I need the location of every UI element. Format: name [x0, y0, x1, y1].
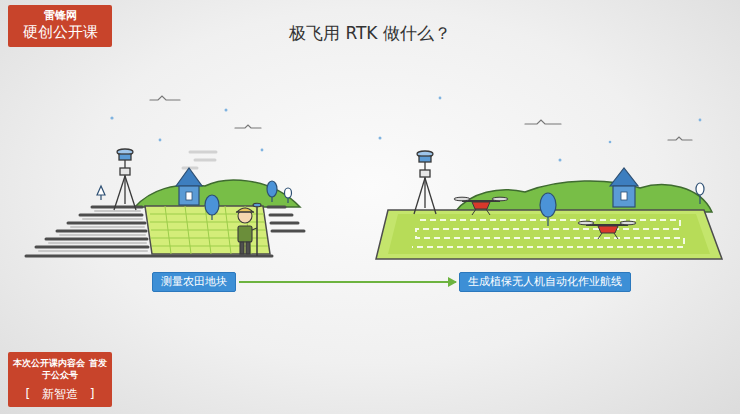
box-text: 测量农田地块 — [161, 275, 227, 289]
box-text: 雷锋网 — [12, 9, 108, 23]
box-subtext: [ 新智造 ] — [12, 386, 108, 402]
box-text: 生成植保无人机自动化作业航线 — [468, 275, 622, 289]
flow-arrow — [239, 281, 456, 283]
notice-badge: 本次公开课内容会 首发于公众号 [ 新智造 ] — [8, 352, 112, 407]
box-text: 本次公开课内容会 首发于公众号 — [12, 357, 108, 381]
title: 极飞用 RTK 做什么？ — [289, 22, 451, 45]
step-label: 生成植保无人机自动化作业航线 — [459, 272, 631, 292]
step-label: 测量农田地块 — [152, 272, 236, 292]
brand-badge: 雷锋网硬创公开课 — [8, 5, 112, 47]
box-subtext: 硬创公开课 — [12, 23, 108, 42]
